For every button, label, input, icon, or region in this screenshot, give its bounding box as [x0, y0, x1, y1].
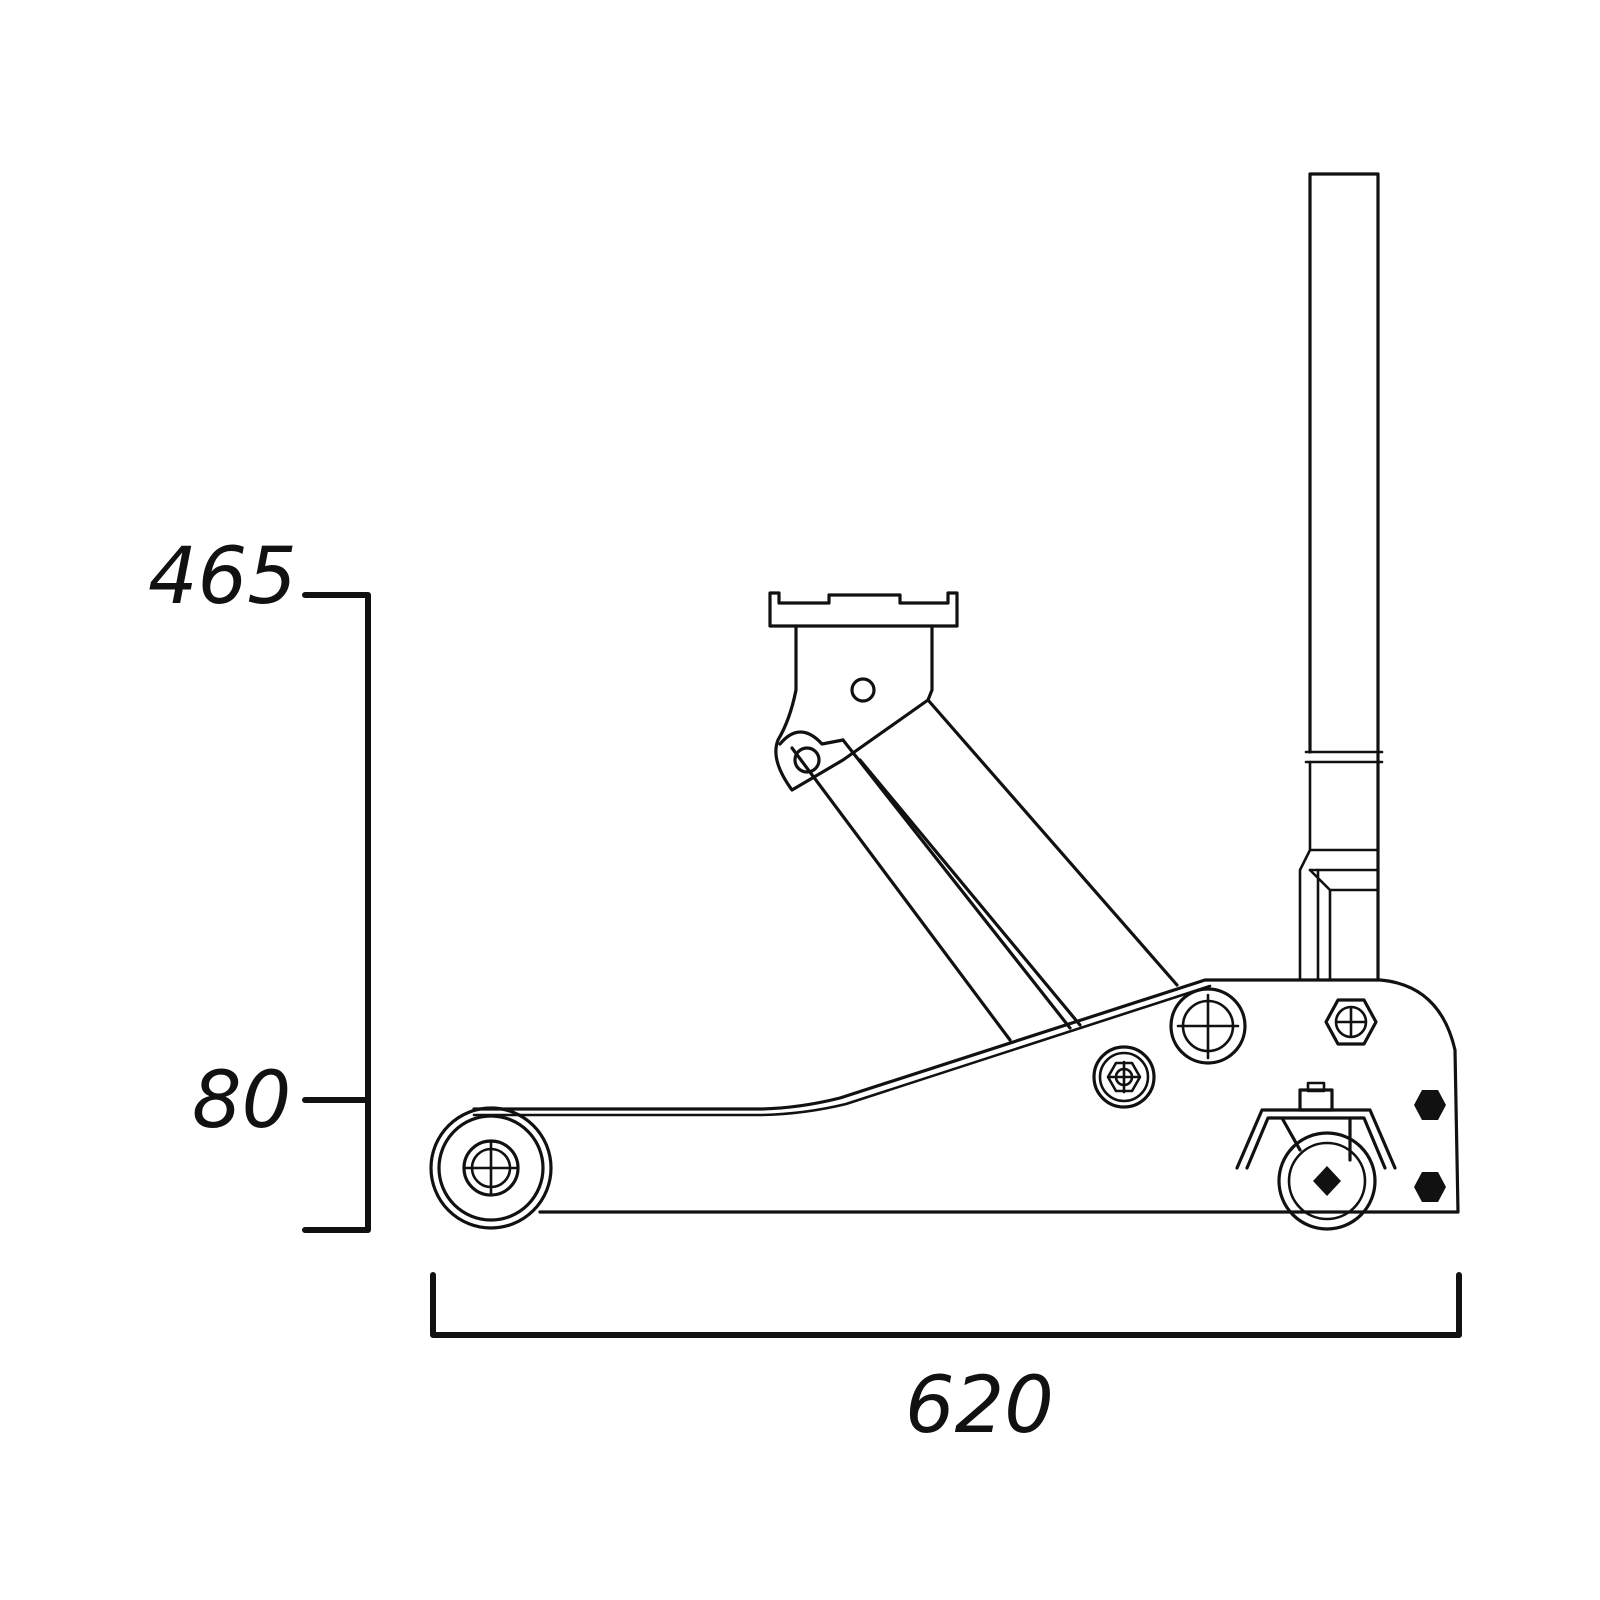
jack-chassis [429, 978, 1460, 1230]
frame-nut-lower [1092, 1045, 1156, 1109]
length-label: 620 [905, 1361, 1054, 1451]
saddle-pivot-hole [850, 677, 876, 703]
rear-caster-wheel [1235, 1081, 1397, 1231]
side-bolt-lower [1414, 1172, 1446, 1202]
frame-hex-nut-upper [1324, 998, 1378, 1046]
vertical-dimension-bracket [302, 592, 371, 1233]
lift-arm [774, 624, 1179, 1042]
side-bolt-upper [1414, 1090, 1446, 1120]
lifting-saddle [768, 591, 959, 628]
arm-pivot-hole [793, 746, 821, 774]
max-height-label: 465 [148, 532, 297, 622]
min-height-label: 80 [192, 1056, 291, 1146]
jack-handle [1298, 172, 1384, 982]
front-wheel [429, 1106, 553, 1230]
horizontal-dimension-bracket [430, 1272, 1462, 1338]
frame-pivot-pin [1169, 987, 1247, 1065]
